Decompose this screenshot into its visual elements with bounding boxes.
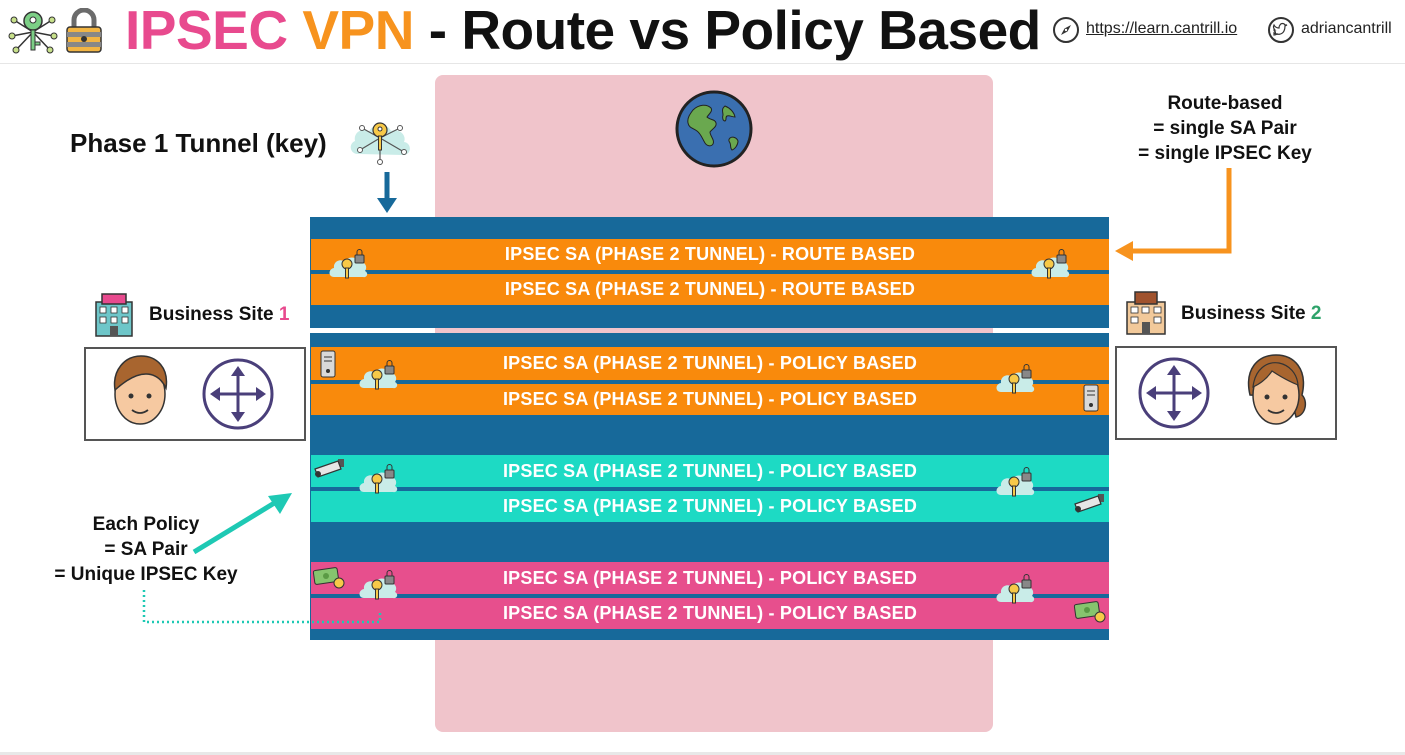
person-female-icon [1247, 354, 1307, 425]
page-title: IPSEC VPN - Route vs Policy Based [125, 0, 1041, 62]
policy-note-connector [142, 590, 382, 624]
policy-pink-tunnel-2: IPSEC SA (PHASE 2 TUNNEL) - POLICY BASED [311, 598, 1109, 629]
route-note-arrow [1115, 168, 1232, 261]
policy-note: Each Policy = SA Pair = Unique IPSEC Key [46, 512, 246, 587]
site2-label: Business Site 2 [1181, 303, 1321, 325]
key-cloud-icon [359, 360, 398, 390]
phase1-arrow [377, 172, 397, 213]
route-tunnel-1: IPSEC SA (PHASE 2 TUNNEL) - ROUTE BASED [311, 239, 1109, 270]
building-icon [1126, 291, 1166, 335]
site1-label: Business Site 1 [149, 304, 289, 326]
server-icon [320, 350, 336, 378]
key-cloud-icon [996, 574, 1035, 604]
route-note-line3: = single IPSEC Key [1138, 143, 1312, 164]
website-link[interactable]: https://learn.cantrill.io [1086, 20, 1238, 37]
key-cloud-icon [996, 364, 1035, 394]
route-note-line1: Route-based [1167, 93, 1283, 114]
policy-teal-tunnel-2: IPSEC SA (PHASE 2 TUNNEL) - POLICY BASED [311, 491, 1109, 522]
key-cloud-icon [359, 570, 398, 600]
policy-note-line2: = SA Pair [104, 539, 188, 560]
policy-pink-tunnel-1: IPSEC SA (PHASE 2 TUNNEL) - POLICY BASED [311, 562, 1109, 594]
route-tunnel-2: IPSEC SA (PHASE 2 TUNNEL) - ROUTE BASED [311, 274, 1109, 305]
site2-name: Business Site [1181, 303, 1311, 324]
route-note: Route-based = single SA Pair = single IP… [1120, 91, 1330, 166]
person-male-icon [113, 355, 168, 425]
server-icon [1083, 384, 1099, 412]
policy-orange-tunnel-1: IPSEC SA (PHASE 2 TUNNEL) - POLICY BASED [311, 347, 1109, 380]
key-network-icon [8, 11, 58, 54]
globe-icon [675, 90, 753, 168]
policy-note-line1: Each Policy [92, 514, 200, 535]
phase1-label: Phase 1 Tunnel (key) [70, 128, 327, 158]
router-icon [202, 358, 274, 430]
title-ipsec: IPSEC [125, 0, 288, 61]
title-vpn: VPN [302, 0, 414, 61]
router-icon [1138, 357, 1210, 429]
compass-icon [1053, 17, 1079, 43]
key-cloud-icon [359, 464, 398, 494]
policy-teal-tunnel-1: IPSEC SA (PHASE 2 TUNNEL) - POLICY BASED [311, 455, 1109, 487]
title-rest: - Route vs Policy Based [428, 0, 1042, 61]
policy-note-arrow [192, 493, 292, 555]
camera-icon [314, 459, 344, 478]
route-tunnel-group [310, 217, 1109, 328]
padlock-icon [66, 8, 102, 53]
key-cloud-icon [996, 467, 1035, 497]
header-divider [0, 63, 1405, 64]
policy-orange-tunnel-2: IPSEC SA (PHASE 2 TUNNEL) - POLICY BASED [311, 384, 1109, 415]
footer-divider [0, 752, 1405, 755]
twitter-icon [1268, 17, 1294, 43]
route-note-line2: = single SA Pair [1153, 118, 1297, 139]
key-cloud-icon [350, 122, 410, 165]
money-icon [312, 567, 345, 589]
site1-name: Business Site [149, 304, 279, 325]
key-cloud-icon [1031, 249, 1070, 279]
money-icon [1073, 601, 1106, 623]
building-icon [95, 293, 133, 337]
camera-icon [1074, 494, 1104, 513]
key-cloud-icon [329, 249, 368, 279]
site1-number: 1 [278, 304, 290, 325]
social-handle[interactable]: adriancantrill [1301, 20, 1392, 37]
policy-note-line3: = Unique IPSEC Key [54, 564, 238, 585]
site2-number: 2 [1310, 303, 1322, 324]
